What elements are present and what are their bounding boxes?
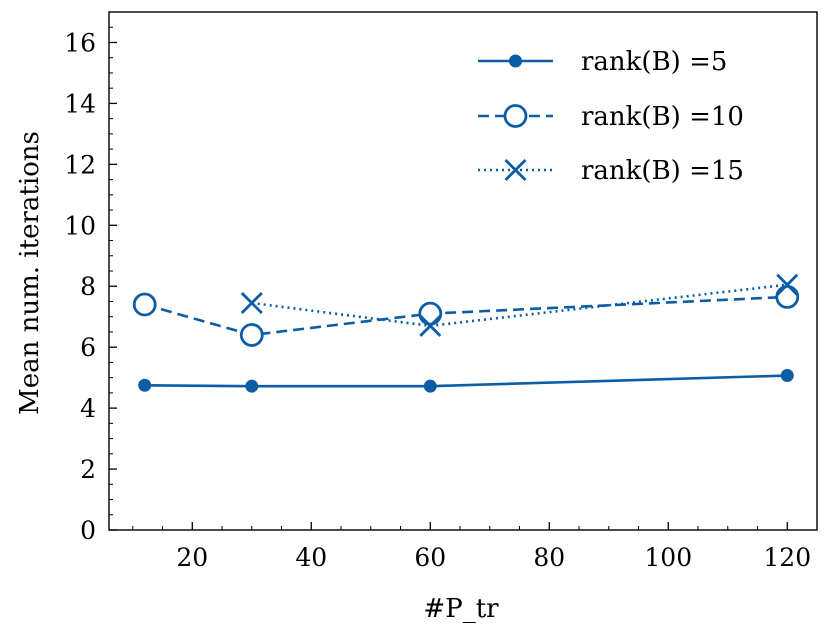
y-tick-label: 14: [64, 89, 96, 118]
y-tick-label: 12: [64, 150, 96, 179]
data-point: [780, 369, 794, 383]
data-point: [776, 273, 799, 296]
y-tick-label: 4: [80, 394, 96, 423]
plot-border: [108, 11, 818, 531]
y-tick-label: 8: [80, 272, 96, 301]
data-point: [132, 292, 157, 317]
series-line: [144, 295, 788, 337]
y-tick-label: 10: [64, 211, 96, 240]
x-tick-label: 60: [414, 543, 446, 572]
data-point: [138, 378, 152, 392]
legend-label: rank(B) =15: [581, 156, 744, 186]
data-point: [418, 301, 443, 326]
data-point: [419, 314, 442, 337]
y-tick-label: 0: [80, 516, 96, 545]
x-axis-ticks: 20 40 60 80 100 120: [132, 522, 818, 572]
data-point: [239, 323, 264, 347]
data-point: [423, 379, 437, 393]
y-axis-ticks: 0 2 4 6 8 10 12 14 16: [64, 26, 117, 545]
x-tick-label: 80: [533, 543, 565, 572]
y-axis-label: Mean num. iterations: [15, 131, 45, 415]
y-tick-label: 2: [80, 455, 96, 484]
x-tick-label: 100: [644, 543, 692, 572]
series-line: [144, 374, 788, 388]
legend-item: rank(B) =10: [478, 102, 744, 132]
legend: rank(B) =5 rank(B) =10 rank(B) =15: [478, 47, 744, 186]
x-tick-label: 20: [176, 543, 208, 572]
legend-label: rank(B) =10: [581, 102, 744, 132]
legend-label: rank(B) =5: [581, 47, 727, 77]
data-point: [775, 284, 800, 309]
x-tick-label: 40: [295, 543, 327, 572]
data-point: [245, 379, 259, 393]
legend-item: rank(B) =15: [478, 156, 744, 186]
series-line: [251, 283, 788, 328]
legend-item: rank(B) =5: [478, 47, 727, 77]
legend-marker: [509, 54, 522, 68]
series-layer: [132, 273, 800, 393]
x-tick-label: 120: [763, 543, 811, 572]
series-2: [132, 284, 800, 347]
series-3: [240, 273, 799, 337]
legend-marker: [504, 159, 527, 181]
x-axis-label: #P_tr: [423, 594, 499, 624]
legend-marker: [503, 104, 528, 128]
y-tick-label: 6: [80, 333, 96, 362]
data-point: [240, 292, 263, 314]
series-1: [138, 369, 794, 393]
y-tick-label: 16: [64, 28, 96, 57]
plot-frame: [108, 11, 818, 531]
